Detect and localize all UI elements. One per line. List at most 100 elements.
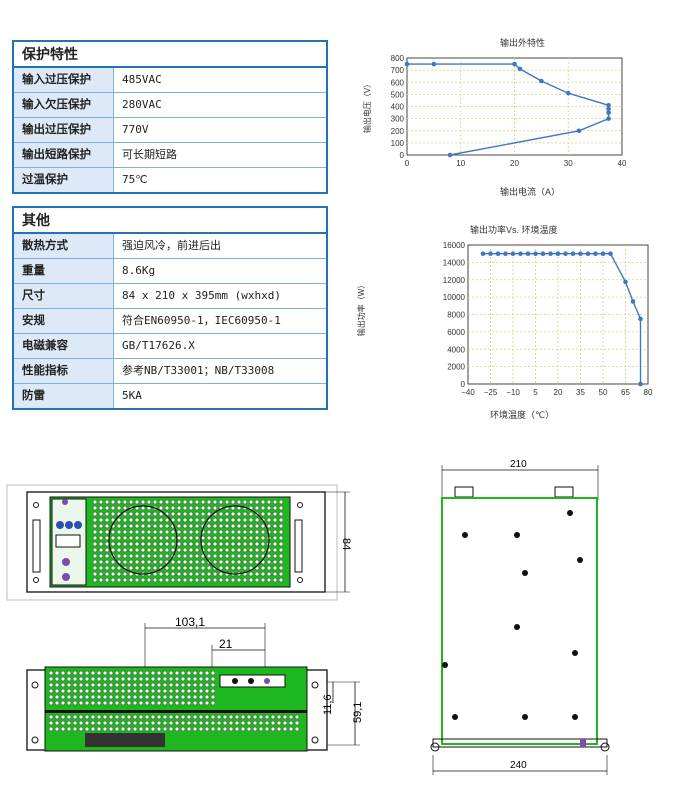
data-point — [431, 61, 437, 67]
side-bottom-width-label: 240 — [510, 760, 527, 771]
spec-label: 安规 — [14, 309, 114, 333]
x-tick-label: 10 — [456, 159, 465, 168]
data-point — [510, 251, 516, 256]
side-top-width-label: 210 — [510, 459, 527, 470]
spec-value: 8.6Kg — [114, 259, 326, 283]
y-tick-label: 600 — [391, 78, 405, 87]
y-axis-label: 输出功率（W） — [356, 281, 366, 337]
other-title: 其他 — [14, 208, 326, 234]
data-point — [447, 152, 453, 158]
data-point — [563, 251, 568, 256]
data-point — [638, 381, 643, 387]
x-tick-label: 30 — [564, 159, 573, 168]
data-point — [512, 61, 517, 67]
spec-label: 输出短路保护 — [14, 143, 114, 167]
x-tick-label: 80 — [644, 388, 653, 397]
spec-label: 性能指标 — [14, 359, 114, 383]
x-tick-label: −10 — [506, 388, 520, 397]
dim-11-label: 11,6 — [322, 694, 334, 715]
data-point — [539, 78, 544, 84]
y-tick-label: 200 — [391, 127, 405, 136]
y-tick-label: 700 — [391, 66, 405, 75]
data-point — [600, 251, 606, 256]
dim-21-label: 21 — [219, 637, 233, 651]
dim-103-label: 103,1 — [175, 615, 205, 629]
spec-value: 75℃ — [114, 168, 326, 192]
spec-value: 485VAC — [114, 68, 326, 92]
y-tick-label: 2000 — [447, 363, 465, 372]
spec-label: 防雷 — [14, 384, 114, 408]
front-height-label: 84 — [340, 538, 352, 550]
data-point — [517, 66, 523, 72]
x-tick-label: −40 — [461, 388, 475, 397]
x-tick-label: 20 — [554, 388, 563, 397]
dim-59-label: 59,1 — [352, 702, 364, 723]
data-point — [533, 251, 538, 256]
data-point — [404, 61, 410, 67]
data-point — [540, 251, 546, 256]
x-tick-label: 40 — [618, 159, 627, 168]
data-point — [623, 279, 628, 285]
x-tick-label: −25 — [484, 388, 498, 397]
data-point — [606, 106, 611, 112]
y-tick-label: 4000 — [447, 345, 465, 354]
series-line — [407, 63, 610, 156]
data-point — [593, 251, 598, 256]
spec-label: 输入过压保护 — [14, 68, 114, 92]
spec-row: 安规符合EN60950-1，IEC60950-1 — [14, 309, 326, 334]
data-point — [606, 102, 611, 108]
rear-view-drawing: 103,1 21 11,6 59,1 — [26, 615, 364, 752]
x-tick-label: 5 — [533, 388, 538, 397]
spec-label: 电磁兼容 — [14, 334, 114, 358]
data-point — [565, 90, 571, 96]
spec-value: 5KA — [114, 384, 326, 408]
x-tick-label: 20 — [510, 159, 519, 168]
series-line — [483, 253, 642, 384]
y-axis-label: 输出电压（V） — [362, 80, 372, 133]
spec-value: 参考NB/T33001；NB/T33008 — [114, 359, 326, 383]
data-point — [585, 251, 591, 256]
data-point — [488, 251, 493, 256]
spec-label: 输入欠压保护 — [14, 93, 114, 117]
y-tick-label: 10000 — [443, 293, 466, 302]
y-tick-label: 12000 — [443, 276, 466, 285]
y-tick-label: 16000 — [443, 241, 466, 250]
x-tick-label: 35 — [576, 388, 585, 397]
data-point — [578, 251, 583, 256]
data-point — [608, 251, 613, 256]
spec-value: GB/T17626.X — [114, 334, 326, 358]
data-point — [503, 251, 508, 256]
y-tick-label: 14000 — [443, 258, 466, 267]
spec-value: 强迫风冷，前进后出 — [114, 234, 326, 258]
data-point — [555, 251, 561, 256]
data-point — [606, 116, 611, 121]
spec-value: 770V — [114, 118, 326, 142]
y-tick-label: 8000 — [447, 311, 465, 320]
chart2-xlabel: 环境温度（℃） — [490, 410, 555, 420]
spec-label: 尺寸 — [14, 284, 114, 308]
data-point — [480, 251, 486, 256]
vent-holes — [48, 670, 300, 732]
chart2-title: 输出功率Vs. 环境温度 — [470, 225, 558, 235]
data-point — [518, 251, 523, 256]
data-point — [638, 316, 643, 322]
y-tick-label: 400 — [391, 103, 405, 112]
data-point — [576, 128, 582, 134]
spec-row: 性能指标参考NB/T33001；NB/T33008 — [14, 359, 326, 384]
data-point — [495, 251, 501, 256]
x-tick-label: 0 — [405, 159, 410, 168]
front-view-drawing: 84 — [6, 484, 352, 601]
spec-value: 可长期短路 — [114, 143, 326, 167]
protection-title: 保护特性 — [14, 42, 326, 68]
y-tick-label: 800 — [391, 54, 405, 63]
